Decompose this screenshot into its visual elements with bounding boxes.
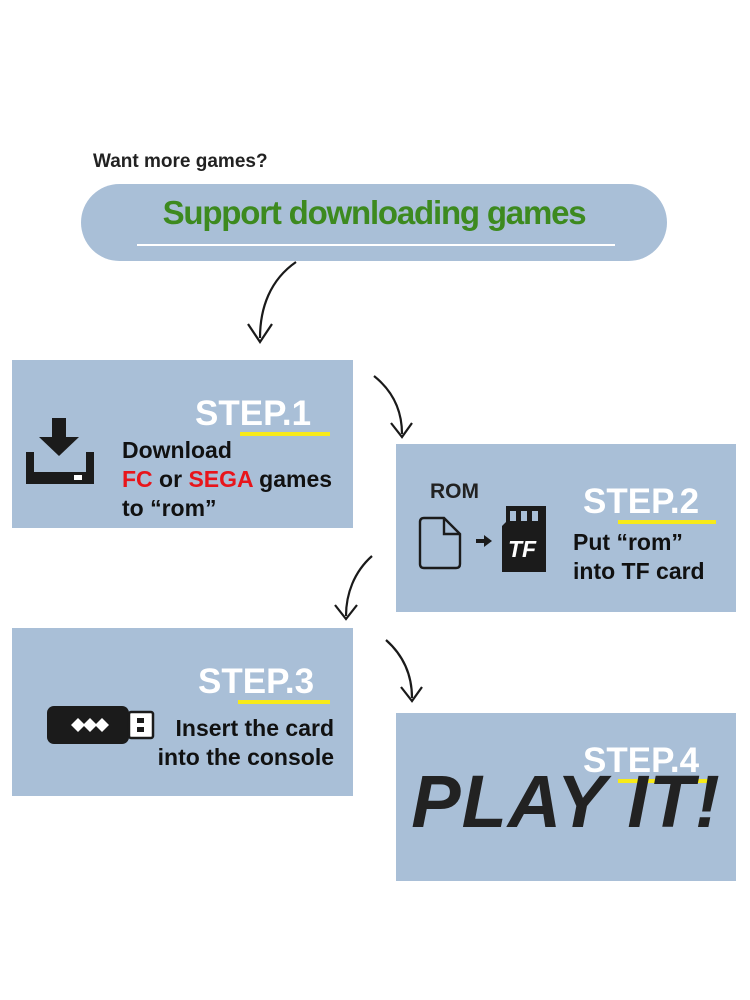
step-4-panel: STEP.4 PLAY IT!	[396, 713, 736, 881]
curved-arrow-icon	[385, 639, 423, 703]
tf-card-label: TF	[508, 536, 537, 562]
step-3-line-1: Insert the card	[175, 715, 335, 741]
banner-underline	[137, 244, 615, 246]
step-2-title: STEP.2	[583, 482, 700, 521]
download-icon	[26, 418, 94, 484]
sega-highlight: SEGA	[188, 466, 253, 492]
curved-arrow-icon	[247, 261, 297, 344]
step-4-underline	[618, 779, 716, 783]
step-4-title: STEP.4	[583, 741, 700, 780]
banner-title: Support downloading games	[162, 194, 587, 231]
fc-highlight: FC	[122, 466, 153, 492]
step-1-underline	[240, 432, 330, 436]
play-it-text: PLAY IT!	[411, 760, 721, 843]
step-2-line-1: Put “rom”	[573, 529, 683, 555]
curved-arrow-icon	[373, 375, 413, 439]
step-1-line-1: Download	[122, 437, 232, 463]
step-3-line-2: into the console	[157, 744, 334, 770]
step-2-line-2: into TF card	[573, 558, 705, 584]
step-2-panel: STEP.2 ROM TF Put “rom” into TF card	[396, 444, 736, 612]
step-2-text: Put “rom” into TF card	[573, 528, 705, 586]
step-1-panel: STEP.1 Download FC or SEGA games to “rom…	[12, 360, 353, 528]
step-3-text: Insert the card into the console	[142, 714, 334, 772]
rom-label: ROM	[430, 480, 479, 503]
step-1-line-2: FC or SEGA games	[122, 466, 333, 492]
step-1-text: Download FC or SEGA games to “rom”	[122, 436, 332, 523]
usb-dongle-icon	[47, 706, 155, 744]
curved-arrow-icon	[334, 555, 373, 621]
step-2-underline	[618, 520, 716, 524]
step-1-line-3: to “rom”	[122, 495, 217, 521]
step-1-title: STEP.1	[195, 394, 312, 433]
step-3-panel: STEP.3 Insert the card into the console	[12, 628, 353, 796]
tf-card-icon	[502, 506, 546, 572]
small-arrow-icon	[476, 535, 492, 547]
header-question: Want more games?	[93, 151, 268, 172]
file-icon	[418, 516, 462, 570]
step-3-title: STEP.3	[198, 662, 315, 701]
banner: Support downloading games	[81, 184, 667, 261]
step-3-underline	[238, 700, 330, 704]
